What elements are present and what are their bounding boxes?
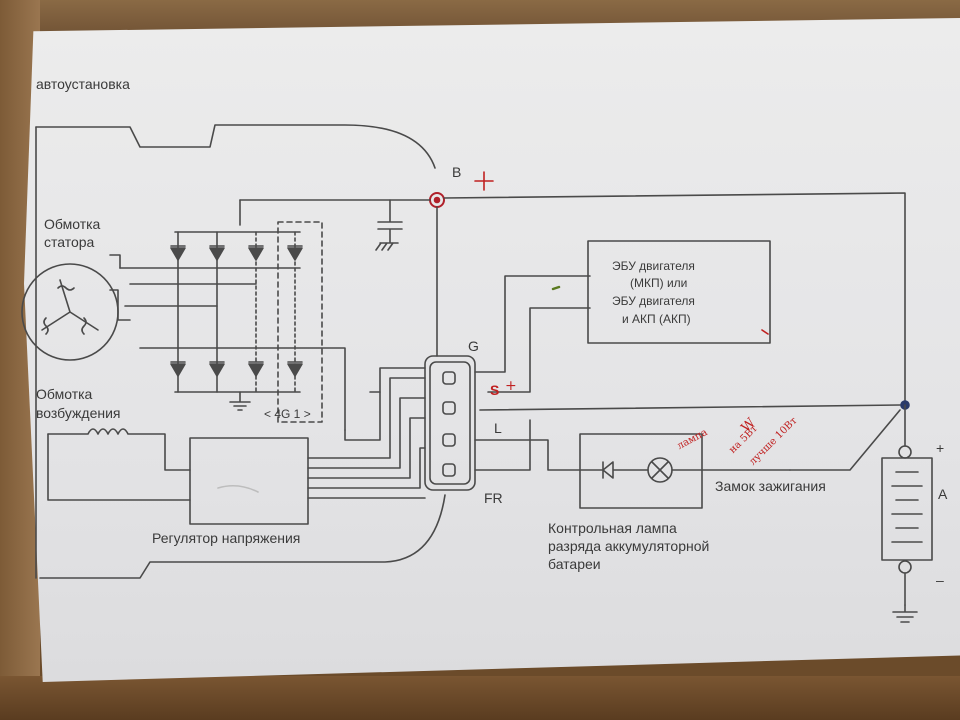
- title-fragment: автоустановка: [36, 76, 130, 92]
- warning-lamp-box: [579, 433, 703, 509]
- ecu-red-mark: [761, 329, 769, 335]
- voltage-regulator-label: Регулятор напряжения: [152, 530, 301, 546]
- battery-minus-label: –: [936, 572, 944, 588]
- s-to-ecu-wire: [487, 307, 591, 393]
- terminal-l-label: L: [494, 420, 502, 436]
- stator-winding-label-2: статора: [44, 234, 95, 250]
- ecu-label-1: ЭБУ двигателя: [612, 259, 695, 273]
- diode-icon: [579, 461, 649, 479]
- bridge-ground-icon: [229, 391, 251, 411]
- b-plus-red-mark: [474, 171, 494, 191]
- ecu-label-4: и АКП (АКП): [622, 312, 691, 326]
- alternator-connector: [424, 355, 476, 491]
- ecu-label-2: (МКП) или: [630, 276, 688, 290]
- wooden-surface-bottom: [0, 676, 960, 720]
- alternator-housing-bottom: [39, 494, 446, 579]
- ecu-label-3: ЭБУ двигателя: [612, 294, 695, 308]
- ignition-switch-icon: [789, 409, 901, 471]
- stator-winding-icon: [21, 254, 131, 361]
- field-coil-icon: [47, 428, 191, 471]
- warning-lamp-label-1: Контрольная лампа: [548, 520, 677, 536]
- battery-icon: [881, 404, 933, 606]
- warning-lamp-label-3: батареи: [548, 556, 601, 572]
- field-wire: [47, 433, 191, 501]
- terminal-b-label: B: [452, 164, 462, 180]
- ecu-box: [587, 240, 771, 344]
- terminal-fr-label: FR: [484, 490, 503, 506]
- s-sense-wire: [479, 404, 901, 411]
- field-winding-label-1: Обмотка: [36, 386, 93, 402]
- battery-label: A: [938, 486, 948, 502]
- stator-winding-label-1: Обмотка: [44, 216, 101, 232]
- battery-plus-label: +: [936, 440, 945, 456]
- diode-group-label: < 4G 1 >: [264, 407, 311, 421]
- g-to-ecu-wire: [474, 275, 591, 373]
- terminal-g-label: G: [468, 338, 479, 354]
- red-plus-note: +: [505, 378, 517, 394]
- terminal-s-label: S: [490, 382, 500, 398]
- rectifier-bridge: [119, 199, 346, 431]
- ignition-switch-label: Замок зажигания: [715, 478, 826, 494]
- voltage-regulator-box: [189, 437, 309, 525]
- regulator-connector-wires: [307, 367, 426, 499]
- capacitor-icon: [375, 199, 403, 251]
- diode-group-box: [277, 221, 323, 423]
- paper-sheet: [24, 18, 960, 682]
- fr-wire: [474, 419, 531, 471]
- battery-ground-icon: [892, 604, 918, 623]
- alternator-housing-top: [35, 124, 436, 169]
- l-to-lamp-wire: [474, 439, 581, 471]
- b-to-battery-wire: [443, 192, 906, 406]
- warning-lamp-label-2: разряда аккумуляторной: [548, 538, 710, 554]
- field-winding-label-2: возбуждения: [36, 405, 121, 421]
